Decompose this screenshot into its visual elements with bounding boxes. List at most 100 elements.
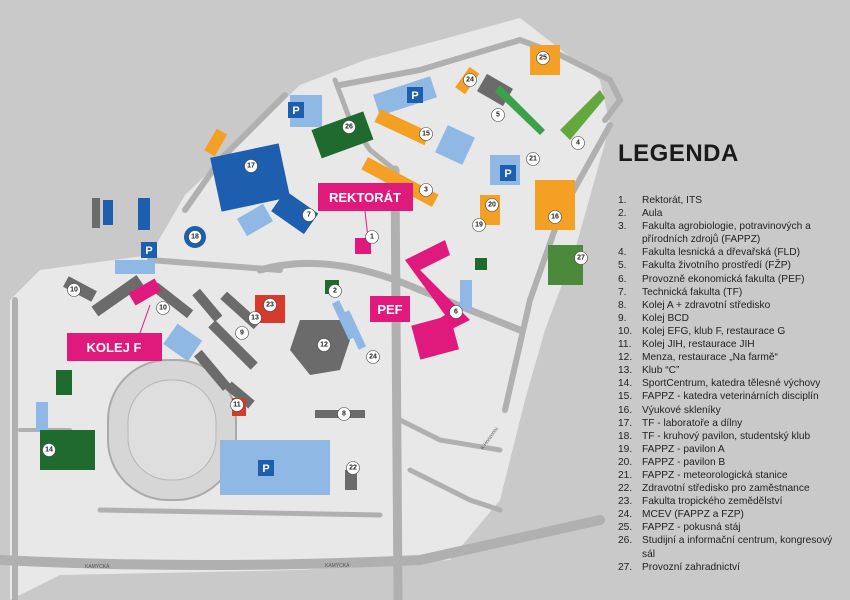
parking-symbols: P P P P P [141,87,516,476]
svg-text:P: P [292,105,299,117]
legend-item-text: Provozně ekonomická fakulta (PEF) [642,273,805,285]
building-marker-24: 24 [463,73,477,87]
legend-item-number: 11. [618,339,632,351]
legend-item: 24.MCEV (FAPPZ a FZP) [618,508,846,521]
legend-item: 5.Fakulta životního prostředí (FŽP) [618,259,846,272]
legend-item-text: Kolej JIH, restaurace JIH [642,339,755,351]
legend-item-number: 9. [618,312,627,324]
building-marker-13: 13 [248,311,262,325]
label-rektorat: REKTORÁT [318,183,413,239]
svg-text:14: 14 [45,447,53,454]
legend-item-number: 2. [618,208,627,220]
legend-item-text: Provozní zahradnictví [642,561,740,573]
dark-blue-buildings [103,143,319,248]
legend-item-text: Kolej A + zdravotní středisko [642,299,771,311]
legend-item-text: Technická fakulta (TF) [642,286,743,298]
legend-item-text: FAPPZ - katedra veterinárních disciplín [642,391,819,403]
legend-item-number: 23. [618,496,633,508]
svg-text:3: 3 [424,187,428,194]
legend-item-text: FAPPZ - meteorologická stanice [642,469,788,481]
legend-item: 19.FAPPZ - pavilon A [618,443,846,456]
legend-item-number: 8. [618,299,627,311]
legend-item-text: FAPPZ - pavilon A [642,443,725,455]
svg-text:21: 21 [529,156,537,163]
legend-item: 7. Technická fakulta (TF) [618,286,846,299]
legend-item-text: Zdravotní středisko pro zaměstnance [642,483,810,495]
svg-text:9: 9 [240,330,244,337]
building-marker-6: 6 [449,305,463,319]
building-marker-5: 5 [491,108,505,122]
legend-item: 25.FAPPZ - pokusná stáj [618,521,846,534]
legend-item-number: 27. [618,561,633,573]
legend-item-text: Fakulta lesnická a dřevařská (FLD) [642,247,800,259]
legend-item: 21. FAPPZ - meteorologická stanice [618,469,846,482]
parking-icon: P [258,460,274,476]
legend-item-number: 26. [618,535,633,547]
building-marker-9: 9 [235,326,249,340]
svg-text:REKTORÁT: REKTORÁT [329,190,401,205]
svg-text:P: P [504,168,511,180]
building-marker-24: 24 [366,350,380,364]
legend-item: 1.Rektorát, ITS [618,194,846,207]
legend-item-number: 20. [618,456,633,468]
parking-icon: P [407,87,423,103]
legend-item-number: 7. [618,286,627,298]
svg-text:4: 4 [576,140,580,147]
svg-text:6: 6 [454,309,458,316]
legend-item-text: MCEV (FAPPZ a FZP) [642,509,744,521]
legend-item-text: TF - kruhový pavilon, studentský klub [642,430,811,442]
legend-item: 26. Studijní a informační centrum, kongre… [618,534,846,560]
legend-item-number: 12. [618,352,633,364]
legend-item: 8. Kolej A + zdravotní středisko [618,299,846,312]
legend-item: 4.Fakulta lesnická a dřevařská (FLD) [618,246,846,259]
svg-text:24: 24 [369,354,377,361]
orange-buildings [204,45,575,230]
legend-item: 17.TF - laboratoře a dílny [618,417,846,430]
building-markers: 1234567891011121314151617181920212223242… [42,51,588,475]
legend-item-number: 21. [618,469,633,481]
building-marker-14: 14 [42,443,56,457]
legend-item: 9. Kolej BCD [618,312,846,325]
svg-text:1: 1 [370,234,374,241]
svg-text:7: 7 [307,212,311,219]
legend-item: 6. Provozně ekonomická fakulta (PEF) [618,273,846,286]
legend-item-number: 1. [618,195,627,206]
legend-item: 16.Výukové skleníky [618,404,846,417]
svg-text:PEF: PEF [377,302,402,317]
svg-text:KOLEJ F: KOLEJ F [87,340,142,355]
parking-icon: P [288,102,304,118]
svg-text:2: 2 [333,288,337,295]
legend-item-text: FAPPZ - pavilon B [642,456,726,468]
legend-item-text: Studijní a informační centrum, kongresov… [642,535,833,560]
building-marker-26: 26 [342,120,356,134]
legend-item-number: 17. [618,417,633,429]
legend-item-number: 18. [618,430,633,442]
legend-item-number: 6. [618,273,627,285]
svg-text:P: P [145,245,152,257]
svg-text:27: 27 [577,255,585,262]
legend-item-text: Fakulta agrobiologie, potravinových a př… [642,221,811,246]
building-marker-19: 19 [472,218,486,232]
legend-item-text: Aula [642,208,663,220]
building-marker-8: 8 [337,407,351,421]
svg-text:P: P [411,90,418,102]
legend-item-text: Kolej BCD [642,312,689,324]
sports-track [107,359,237,501]
svg-text:16: 16 [551,214,559,221]
legend-title: LEGENDA [618,140,739,167]
street-label: KAMÝCKÁ [325,562,350,569]
legend-item-text: Fakulta tropického zemědělství [642,496,783,508]
legend-item: 15.FAPPZ - katedra veterinárních discipl… [618,390,846,403]
legend-item-text: Menza, restaurace „Na farmě“ [642,352,778,364]
svg-text:12: 12 [320,342,328,349]
building-marker-4: 4 [571,136,585,150]
svg-text:5: 5 [496,112,500,119]
svg-text:22: 22 [349,465,357,472]
legend-item-text: FAPPZ - pokusná stáj [642,522,741,534]
legend-item: 23. Fakulta tropického zemědělství [618,495,846,508]
street-label: KAMÝCKÁ [85,563,110,570]
svg-text:26: 26 [345,124,353,131]
legend-item-number: 13. [618,365,633,377]
